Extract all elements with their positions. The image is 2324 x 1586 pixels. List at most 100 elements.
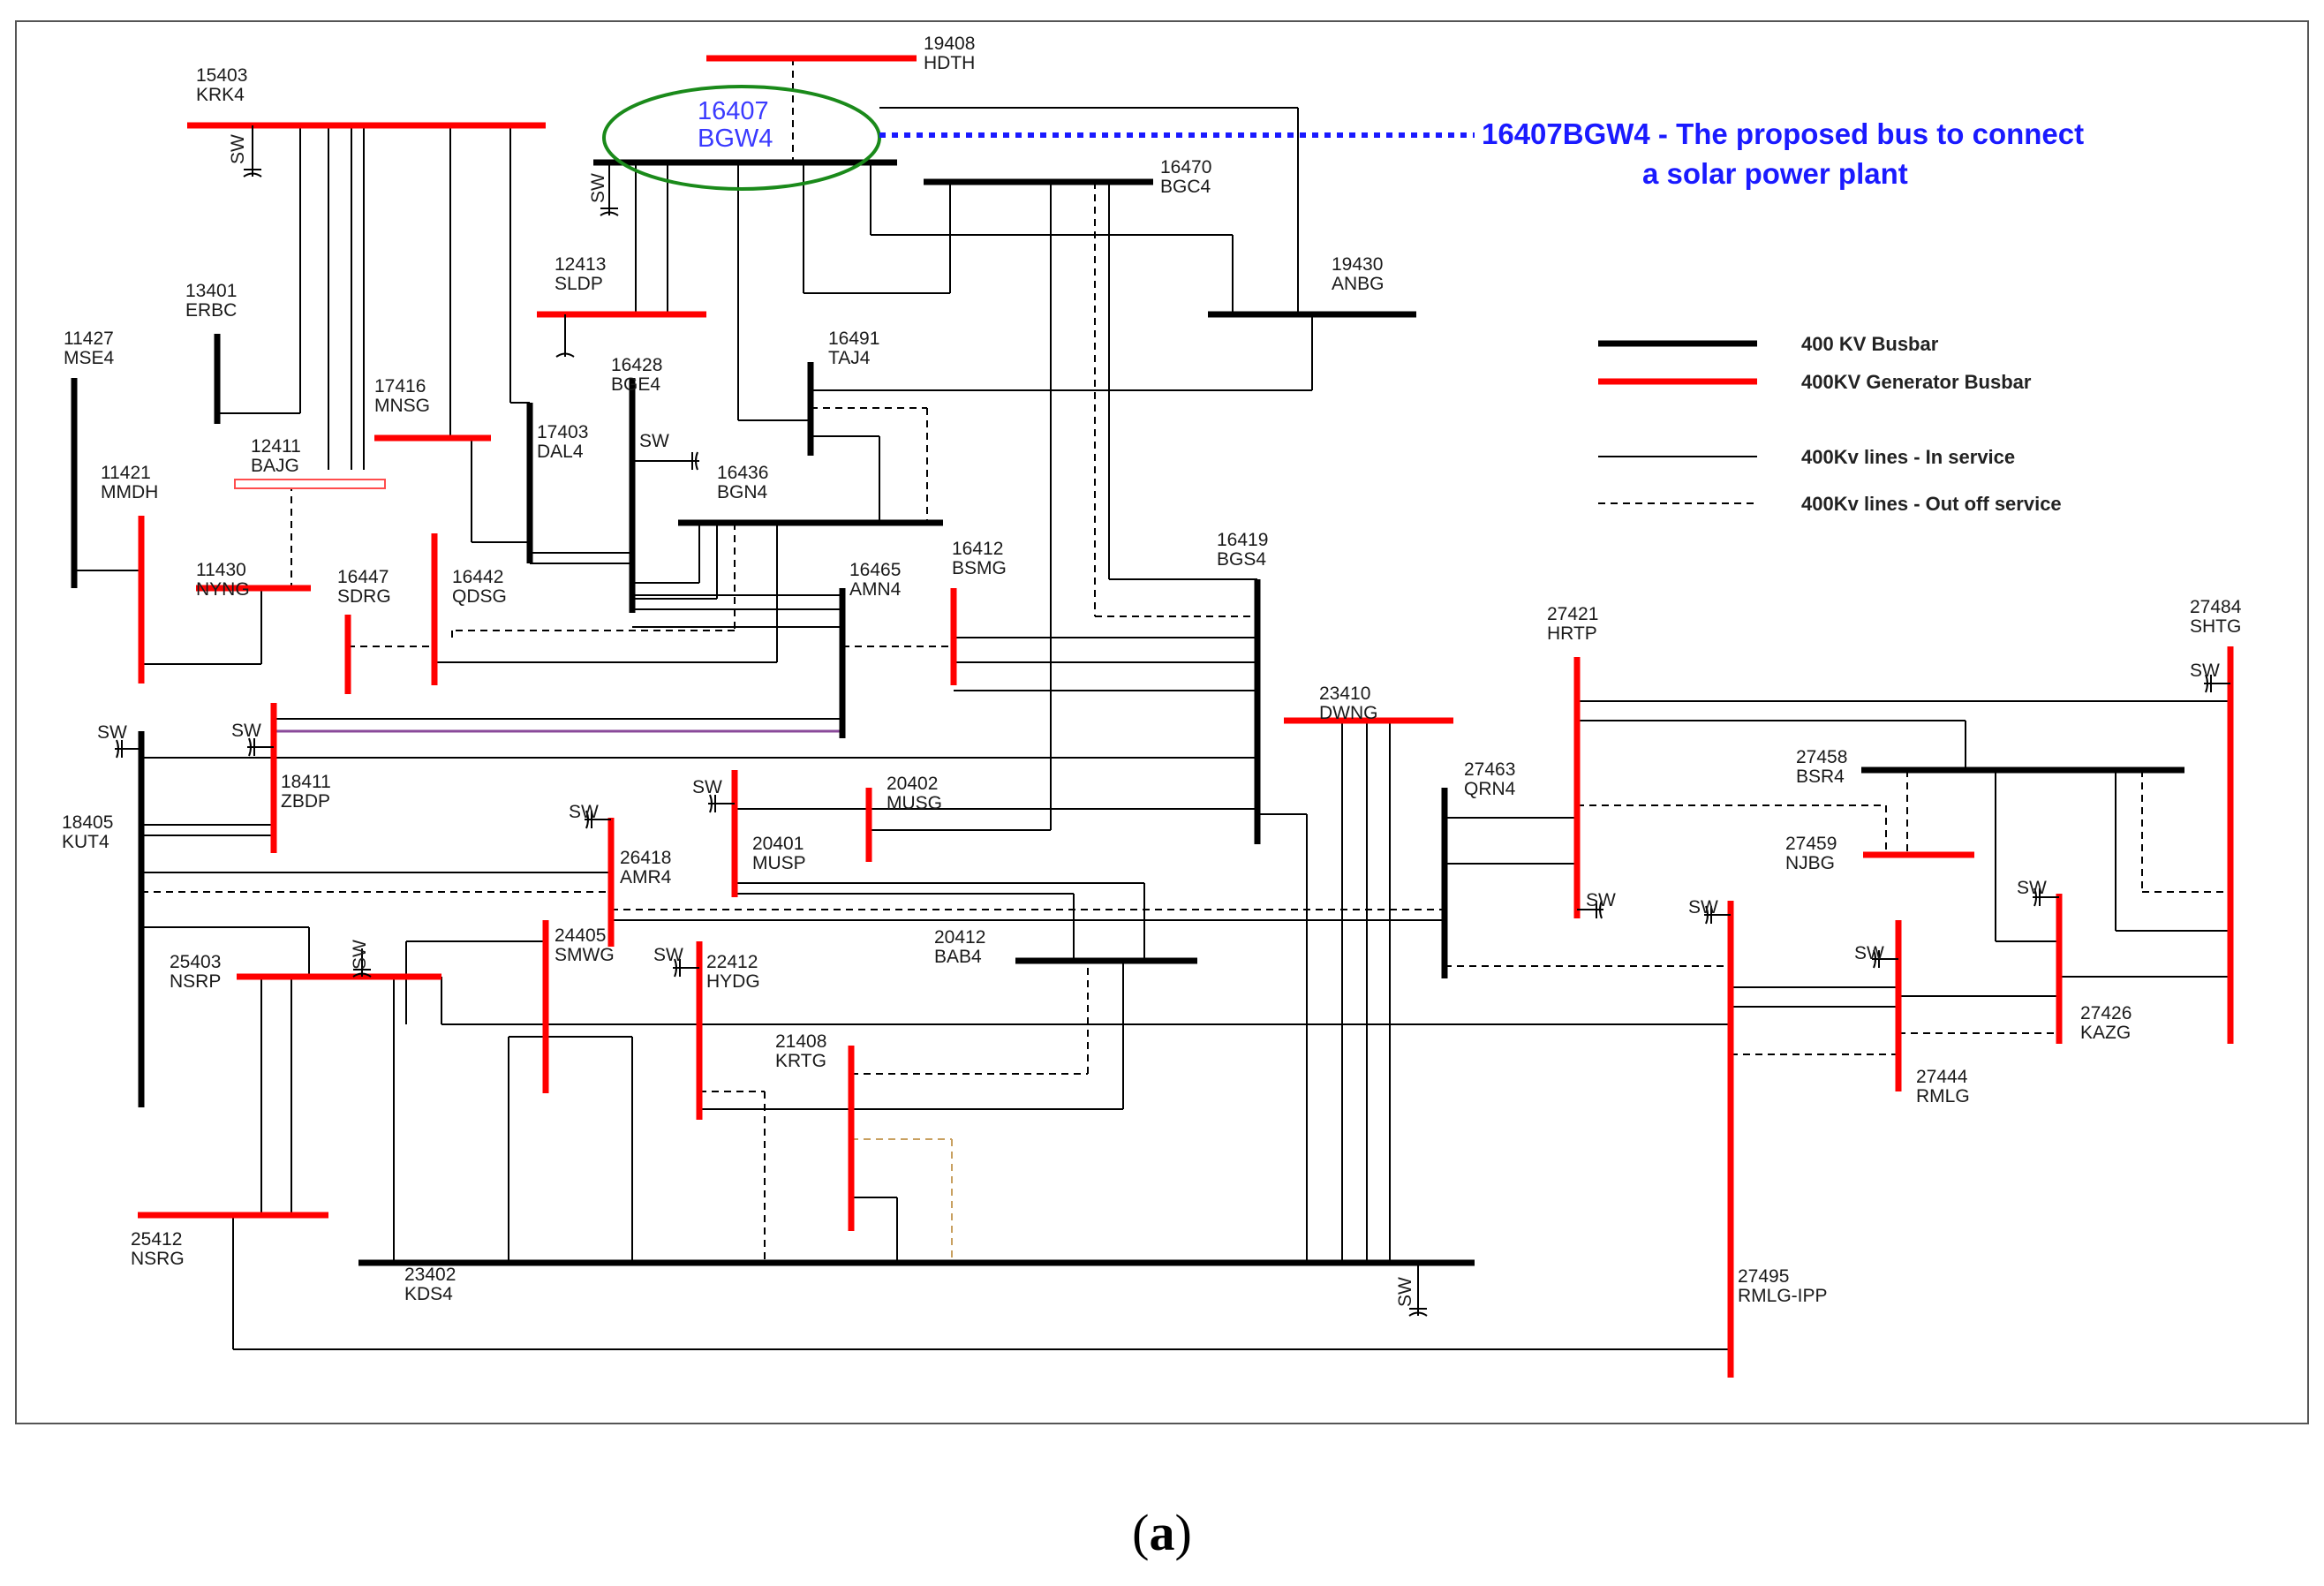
switch-label: SW	[653, 945, 683, 965]
bus-number-njbg: 27459	[1785, 834, 1837, 854]
bus-number-bge4: 16428	[611, 355, 662, 375]
switch-label: SW	[231, 721, 261, 741]
bus-name-sldp: SLDP	[555, 274, 603, 294]
bus-name-hrtp: HRTP	[1547, 623, 1597, 644]
bus-number-mmdh: 11421	[101, 463, 151, 483]
switch-label: SW	[2190, 661, 2220, 681]
bus-name-musp: MUSP	[752, 853, 806, 873]
bus-number-zbdp: 18411	[281, 772, 331, 792]
switch-label: SW	[569, 802, 599, 822]
switch-icon	[248, 737, 252, 757]
bus-labels: 19408HDTH15403KRK416470BGC412413SLDP1943…	[62, 34, 2242, 1306]
switch-label: SW	[692, 777, 722, 797]
bus-name-kazg: KAZG	[2080, 1023, 2131, 1043]
bus-name-krk4: KRK4	[196, 85, 245, 105]
legend-generator-label: 400KV Generator Busbar	[1801, 371, 2032, 393]
bus-number-bgs4: 16419	[1217, 530, 1268, 550]
bus-number-bsmg: 16412	[952, 539, 1003, 559]
switch-label: SW	[350, 940, 370, 970]
bus-number-nsrg: 25412	[131, 1229, 182, 1250]
bus-number-smwg: 24405	[555, 925, 606, 946]
bus-name-mse4: MSE4	[64, 348, 115, 368]
switch-label: SW	[1395, 1277, 1415, 1307]
bus-number-shtg: 27484	[2190, 597, 2242, 617]
bus-name-bajg: BAJG	[251, 456, 299, 476]
bus-name-mnsg: MNSG	[374, 396, 430, 416]
bus-number-nyng: 11430	[196, 560, 246, 580]
bus-number-hydg: 22412	[706, 952, 758, 972]
figure-caption: (a)	[1132, 1504, 1192, 1561]
bus-name-bsr4: BSR4	[1796, 767, 1845, 787]
bus-number-mnsg: 17416	[374, 376, 426, 396]
bus-number-sldp: 12413	[555, 254, 606, 275]
bus-name-njbg: NJBG	[1785, 853, 1835, 873]
legend-out-service-label: 400Kv lines - Out off service	[1801, 493, 2062, 515]
legend-busbar-label: 400 KV Busbar	[1801, 333, 1939, 355]
bus-number-musg: 20402	[887, 774, 938, 794]
bus-name-amn4: AMN4	[849, 579, 902, 600]
switch-label: SW	[2017, 878, 2047, 898]
bus-number-hdth: 19408	[924, 34, 975, 54]
bus-name-taj4: TAJ4	[828, 348, 871, 368]
bus-name-qrn4: QRN4	[1464, 779, 1516, 799]
bus-name-nyng: NYNG	[196, 579, 250, 600]
bus-number-bsr4: 27458	[1796, 747, 1847, 767]
bus-number-mse4: 11427	[64, 329, 114, 349]
bus-name-krtg: KRTG	[775, 1051, 826, 1071]
bus-number-erbc: 13401	[185, 281, 237, 301]
bus-name-rmlg-ipp: RMLG-IPP	[1738, 1286, 1828, 1306]
bus-number-nsrp: 25403	[170, 952, 221, 972]
bus-name-nsrg: NSRG	[131, 1249, 185, 1269]
transmission-lines	[74, 58, 2230, 1350]
legend-in-service-label: 400Kv lines - In service	[1801, 446, 2015, 468]
bus-name-bab4: BAB4	[934, 947, 982, 967]
switch-icon	[2205, 674, 2208, 693]
bus-number-amr4: 26418	[620, 848, 671, 868]
bus-name-musg: MUSG	[887, 793, 942, 813]
switch-label: SW	[1854, 943, 1884, 963]
bus-name-bge4: BGE4	[611, 374, 660, 395]
switch-icon	[2034, 887, 2037, 907]
bus-number-sdrg: 16447	[337, 567, 389, 587]
bus-name-anbg: ANBG	[1332, 274, 1385, 294]
switch-label: SW	[228, 134, 248, 164]
bus-name-amr4: AMR4	[620, 867, 672, 887]
bus-number-rmlg: 27444	[1916, 1067, 1968, 1087]
bus-name-bsmg: BSMG	[952, 558, 1007, 578]
proposed-bus-highlight: 16407 BGW4 16407BGW4 - The proposed bus …	[602, 85, 2084, 191]
bus-name-dal4: DAL4	[537, 442, 584, 462]
switch-icon	[243, 172, 262, 177]
bus-name-kds4: KDS4	[404, 1284, 453, 1304]
bus-number-krk4: 15403	[196, 65, 247, 86]
switch-label: SW	[588, 173, 608, 203]
switch-icon	[1599, 900, 1603, 919]
bus-number-bgn4: 16436	[717, 463, 768, 483]
bus-name-hydg: HYDG	[706, 971, 760, 992]
annotation-line-1: 16407BGW4 - The proposed bus to connect	[1482, 117, 2084, 150]
switch-icon	[1705, 905, 1709, 925]
highlight-bus-number: 16407	[698, 97, 769, 125]
bus-number-kds4: 23402	[404, 1265, 456, 1285]
switch-icon	[709, 794, 713, 813]
bus-name-sdrg: SDRG	[337, 586, 391, 607]
bus-name-kut4: KUT4	[62, 832, 109, 852]
bus-name-rmlg: RMLG	[1916, 1086, 1970, 1106]
switch-icon	[352, 972, 372, 978]
switch-icon	[695, 451, 698, 471]
bus-number-qrn4: 27463	[1464, 759, 1515, 780]
bus-number-dwng: 23410	[1319, 683, 1370, 704]
switch-icon	[674, 958, 677, 978]
switch-icon	[1408, 1311, 1428, 1317]
annotation-line-2: a solar power plant	[1642, 157, 1908, 190]
bus-number-qdsg: 16442	[452, 567, 503, 587]
bus-number-rmlg-ipp: 27495	[1738, 1266, 1789, 1287]
bus-name-smwg: SMWG	[555, 945, 615, 965]
bus-name-qdsg: QDSG	[452, 586, 507, 607]
bus-name-bgn4: BGN4	[717, 482, 768, 502]
highlight-bus-name: BGW4	[698, 125, 773, 153]
bus-name-shtg: SHTG	[2190, 616, 2241, 637]
bus-number-bgc4: 16470	[1160, 157, 1211, 177]
switch-icon	[555, 352, 575, 358]
switch-icon	[600, 211, 619, 216]
